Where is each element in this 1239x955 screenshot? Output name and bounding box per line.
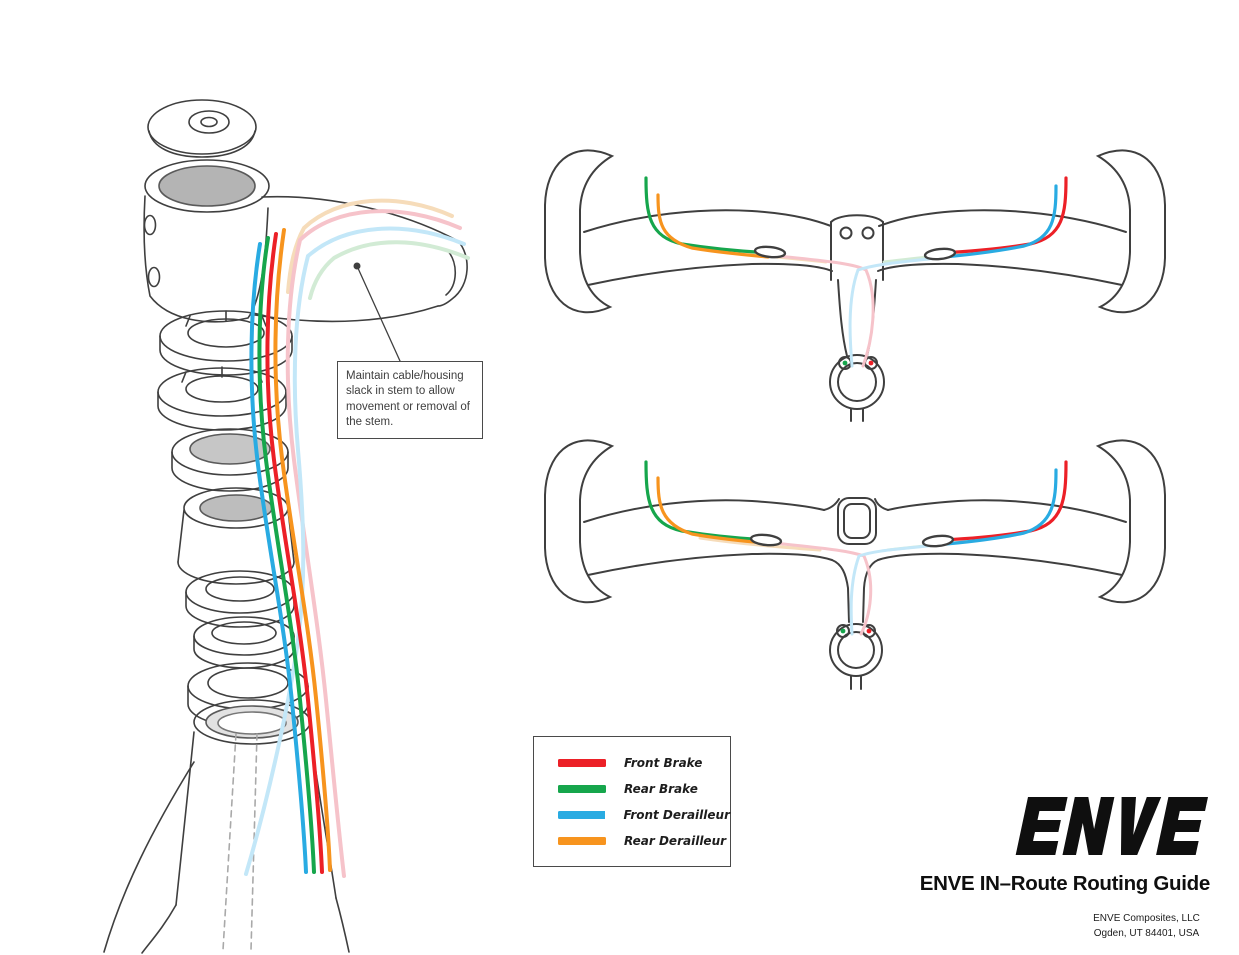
rear-derailleur-cable — [273, 228, 332, 872]
fork-steerer-tube — [103, 699, 350, 954]
front-brake-cable — [938, 176, 1068, 255]
integrated-stem-center — [823, 497, 889, 690]
legend-item-front-derailleur: Front Derailleur — [558, 807, 730, 823]
exploded-stem-diagram — [103, 99, 470, 954]
cable-port-right — [923, 247, 957, 261]
faded-green-housing — [308, 240, 470, 300]
front-derailleur-cable — [942, 184, 1058, 259]
centerline — [222, 733, 237, 951]
guide-title: ENVE IN–Route Routing Guide — [919, 872, 1211, 895]
legend-label: Rear Brake — [624, 781, 698, 796]
legend-swatch — [558, 784, 606, 793]
legend-swatch-bar — [558, 836, 606, 845]
logo-letter-e2 — [1156, 797, 1209, 855]
rear-brake-cable — [257, 236, 316, 874]
rear-derailleur-cable — [656, 193, 770, 259]
faded-tan-housing — [286, 198, 454, 294]
legend-item-rear-derailleur: Rear Derailleur — [558, 833, 730, 849]
legend-swatch — [558, 836, 606, 845]
faded-blue-housing — [244, 226, 466, 876]
address-line-1: ENVE Composites, LLC — [1093, 913, 1200, 924]
legend-swatch-bar — [558, 758, 606, 767]
left-drop — [544, 439, 613, 604]
handlebar-bottom-diagram — [544, 439, 1166, 690]
cable-port-left — [753, 245, 787, 259]
stem-cable-bundle — [249, 228, 332, 874]
handlebar-top-diagram — [544, 149, 1166, 422]
legend-label: Front Brake — [624, 755, 703, 770]
callout-leader — [353, 262, 401, 362]
cable-port-left — [749, 533, 783, 547]
handlebar-faded-housings — [698, 534, 1012, 636]
legend-swatch-bar — [558, 784, 606, 793]
headset-spacer-1 — [159, 310, 293, 376]
legend-swatch-bar — [558, 810, 606, 819]
legend-label: Front Derailleur — [623, 807, 730, 822]
legend-item-rear-brake: Rear Brake — [558, 781, 730, 797]
legend-swatch — [558, 810, 606, 819]
headset-ring-2 — [193, 616, 295, 669]
handlebar-cables — [644, 176, 1068, 259]
company-address: ENVE Composites, LLC Ogden, UT 84401, US… — [1084, 911, 1209, 941]
stem-faded-housings — [244, 198, 470, 878]
right-drop — [1097, 439, 1166, 604]
legend-swatch — [558, 758, 606, 767]
rear-brake-port-dot — [842, 360, 848, 366]
logo-letter-e1 — [1015, 797, 1068, 855]
left-drop — [544, 149, 613, 314]
centerline — [250, 733, 258, 951]
legend-item-front-brake: Front Brake — [558, 755, 730, 771]
enve-logo — [1015, 797, 1209, 855]
front-derailleur-cable — [944, 468, 1058, 546]
front-brake-cable — [265, 232, 324, 874]
faded-blue-housing — [848, 256, 940, 368]
faded-blue-housing — [849, 543, 938, 636]
faded-pink-housing — [285, 209, 462, 878]
rear-brake-cable — [644, 176, 774, 255]
handlebar-cables — [644, 460, 1068, 546]
front-derailleur-cable — [249, 242, 308, 874]
stem-bolt — [143, 214, 157, 236]
stem-steerer-clamp — [829, 279, 885, 422]
front-brake-port-dot — [868, 360, 874, 366]
rear-derailleur-cable — [656, 476, 766, 545]
address-line-2: Ogden, UT 84401, USA — [1093, 928, 1200, 939]
cable-port-right — [921, 534, 955, 548]
faceplate-bolt — [861, 226, 875, 240]
stem-body — [143, 159, 468, 323]
legend-label: Rear Derailleur — [624, 833, 727, 848]
faceplate-bolt — [839, 226, 853, 240]
logo-letter-n — [1062, 797, 1115, 855]
legend: Front Brake Rear Brake Front Derailleur … — [533, 736, 731, 867]
right-drop — [1097, 149, 1166, 314]
rear-brake-port-dot — [840, 628, 846, 634]
logo-letter-v — [1120, 797, 1162, 855]
faded-pink-housing — [776, 254, 875, 368]
front-brake-port-dot — [866, 628, 872, 634]
stem-faceplate — [830, 214, 884, 281]
stem-top-cap — [147, 99, 257, 158]
stem-bolt — [147, 266, 161, 288]
callout-note: Maintain cable/housing slack in stem to … — [337, 361, 483, 439]
clamp-bolt — [836, 624, 850, 638]
